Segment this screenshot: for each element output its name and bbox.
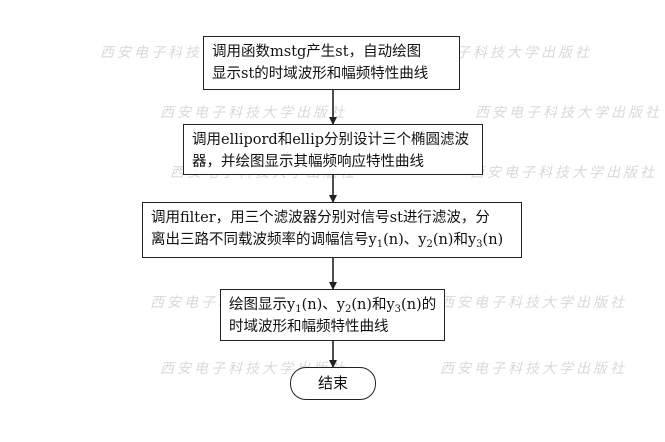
separator: 、 bbox=[322, 297, 337, 313]
box-text: 离出三路不同载波频率的调幅信号 bbox=[151, 232, 369, 248]
box-text: 的 bbox=[421, 297, 437, 313]
box-text-line: 调用函数mstg产生st，自动绘图 bbox=[212, 44, 422, 60]
box-text-line: 时域波形和幅频特性曲线 bbox=[229, 319, 389, 335]
watermark: 西安电子科技大学出版社 bbox=[160, 105, 347, 121]
watermark: 西安电子科技大学出版社 bbox=[475, 105, 662, 121]
box-text-line: 调用filter，用三个滤波器分别对信号st进行滤波，分 bbox=[151, 210, 490, 226]
signal-y2: y2(n) bbox=[336, 297, 372, 315]
conjunction: 和 bbox=[453, 232, 468, 248]
watermark: 西安电子科技大学出版社 bbox=[440, 361, 627, 377]
separator: 、 bbox=[403, 232, 419, 248]
process-box-generate-signal: 调用函数mstg产生st，自动绘图 显示st的时域波形和幅频特性曲线 bbox=[203, 36, 460, 90]
box-text-line: 显示st的时域波形和幅频特性曲线 bbox=[212, 66, 429, 82]
signal-y3: y3(n) bbox=[386, 297, 422, 315]
box-text-line: 离出三路不同载波频率的调幅信号y1(n)、y2(n)和y3(n) bbox=[151, 229, 513, 251]
end-terminal: 结束 bbox=[290, 367, 376, 400]
process-box-filter-signal: 调用filter，用三个滤波器分别对信号st进行滤波，分 离出三路不同载波频率的… bbox=[142, 202, 522, 258]
watermark: 西安电子科技大学出版社 bbox=[440, 295, 627, 311]
box-text-line: 器，并绘图显示其幅频响应特性曲线 bbox=[192, 154, 424, 170]
signal-y1: y1(n) bbox=[287, 297, 323, 315]
conjunction: 和 bbox=[371, 297, 387, 313]
signal-y3: y3(n) bbox=[467, 232, 504, 250]
process-box-plot-outputs: 绘图显示y1(n)、y2(n)和y3(n)的 时域波形和幅频特性曲线 bbox=[220, 289, 445, 341]
watermark: 西安电子科技大学出版社 bbox=[470, 165, 657, 181]
process-box-design-filters: 调用ellipord和ellip分别设计三个椭圆滤波 器，并绘图显示其幅频响应特… bbox=[183, 124, 483, 175]
signal-y1: y1(n) bbox=[368, 232, 404, 250]
box-text-line: 绘图显示y1(n)、y2(n)和y3(n)的 bbox=[229, 294, 436, 316]
box-text: 绘图显示 bbox=[229, 297, 287, 313]
signal-y2: y2(n) bbox=[418, 232, 454, 250]
box-text-line: 调用ellipord和ellip分别设计三个椭圆滤波 bbox=[192, 132, 469, 148]
